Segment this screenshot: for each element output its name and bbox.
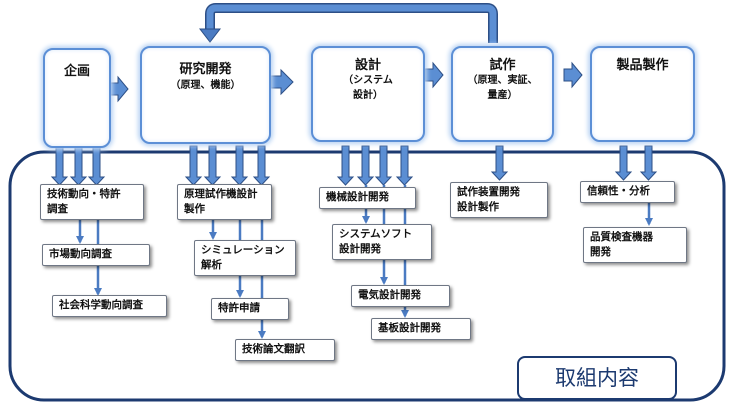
stage-title: 設計 <box>354 58 381 73</box>
task-prototype-machine: 原理試作機設計 製作 <box>177 184 272 220</box>
task-board: 基板設計開発 <box>371 318 471 340</box>
task-patent: 特許申請 <box>211 298 289 320</box>
stage-production: 製品製作 <box>590 46 695 142</box>
stage-prototype: 試作 （原理、実証、 量産） <box>451 46 554 142</box>
stage-subtitle-1: （システム <box>343 75 393 86</box>
task-software: システムソフト 設計開発 <box>332 224 432 260</box>
task-quality-equipment: 品質検査機器 開発 <box>583 227 687 263</box>
stage-subtitle-2: 設計） <box>353 90 383 101</box>
stage-subtitle: （原理、機能） <box>170 80 241 91</box>
stage-title: 研究開発 <box>179 62 232 77</box>
stage-subtitle-2: 量産） <box>487 90 518 101</box>
stage-title: 製品製作 <box>616 58 669 73</box>
stage-title: 試作 <box>489 58 516 73</box>
task-reliability: 信頼性・分析 <box>580 181 675 203</box>
stage-down-arrows <box>50 145 658 186</box>
activities-label: 取組内容 <box>517 356 677 400</box>
flow-arrow <box>108 61 583 103</box>
task-simulation: シミュレーション 解析 <box>194 240 296 276</box>
stage-rd: 研究開発 （原理、機能） <box>140 46 271 144</box>
stage-subtitle-1: （原理、実証、 <box>467 75 538 86</box>
feedback-arrow <box>205 3 498 43</box>
task-social-trend: 社会科学動向調査 <box>52 295 167 317</box>
task-electrical: 電気設計開発 <box>351 285 450 307</box>
stage-title: 企画 <box>63 64 90 79</box>
stage-design: 設計 （システム 設計） <box>311 46 425 142</box>
task-tech-trend: 技術動向・特許 調査 <box>40 184 144 220</box>
task-paper-translation: 技術論文翻訳 <box>235 339 335 361</box>
task-mech-design: 機械設計開発 <box>319 187 416 209</box>
task-test-equipment: 試作装置開発 設計製作 <box>450 182 548 218</box>
task-market-trend: 市場動向調査 <box>42 244 150 266</box>
stage-planning: 企画 <box>43 48 111 148</box>
